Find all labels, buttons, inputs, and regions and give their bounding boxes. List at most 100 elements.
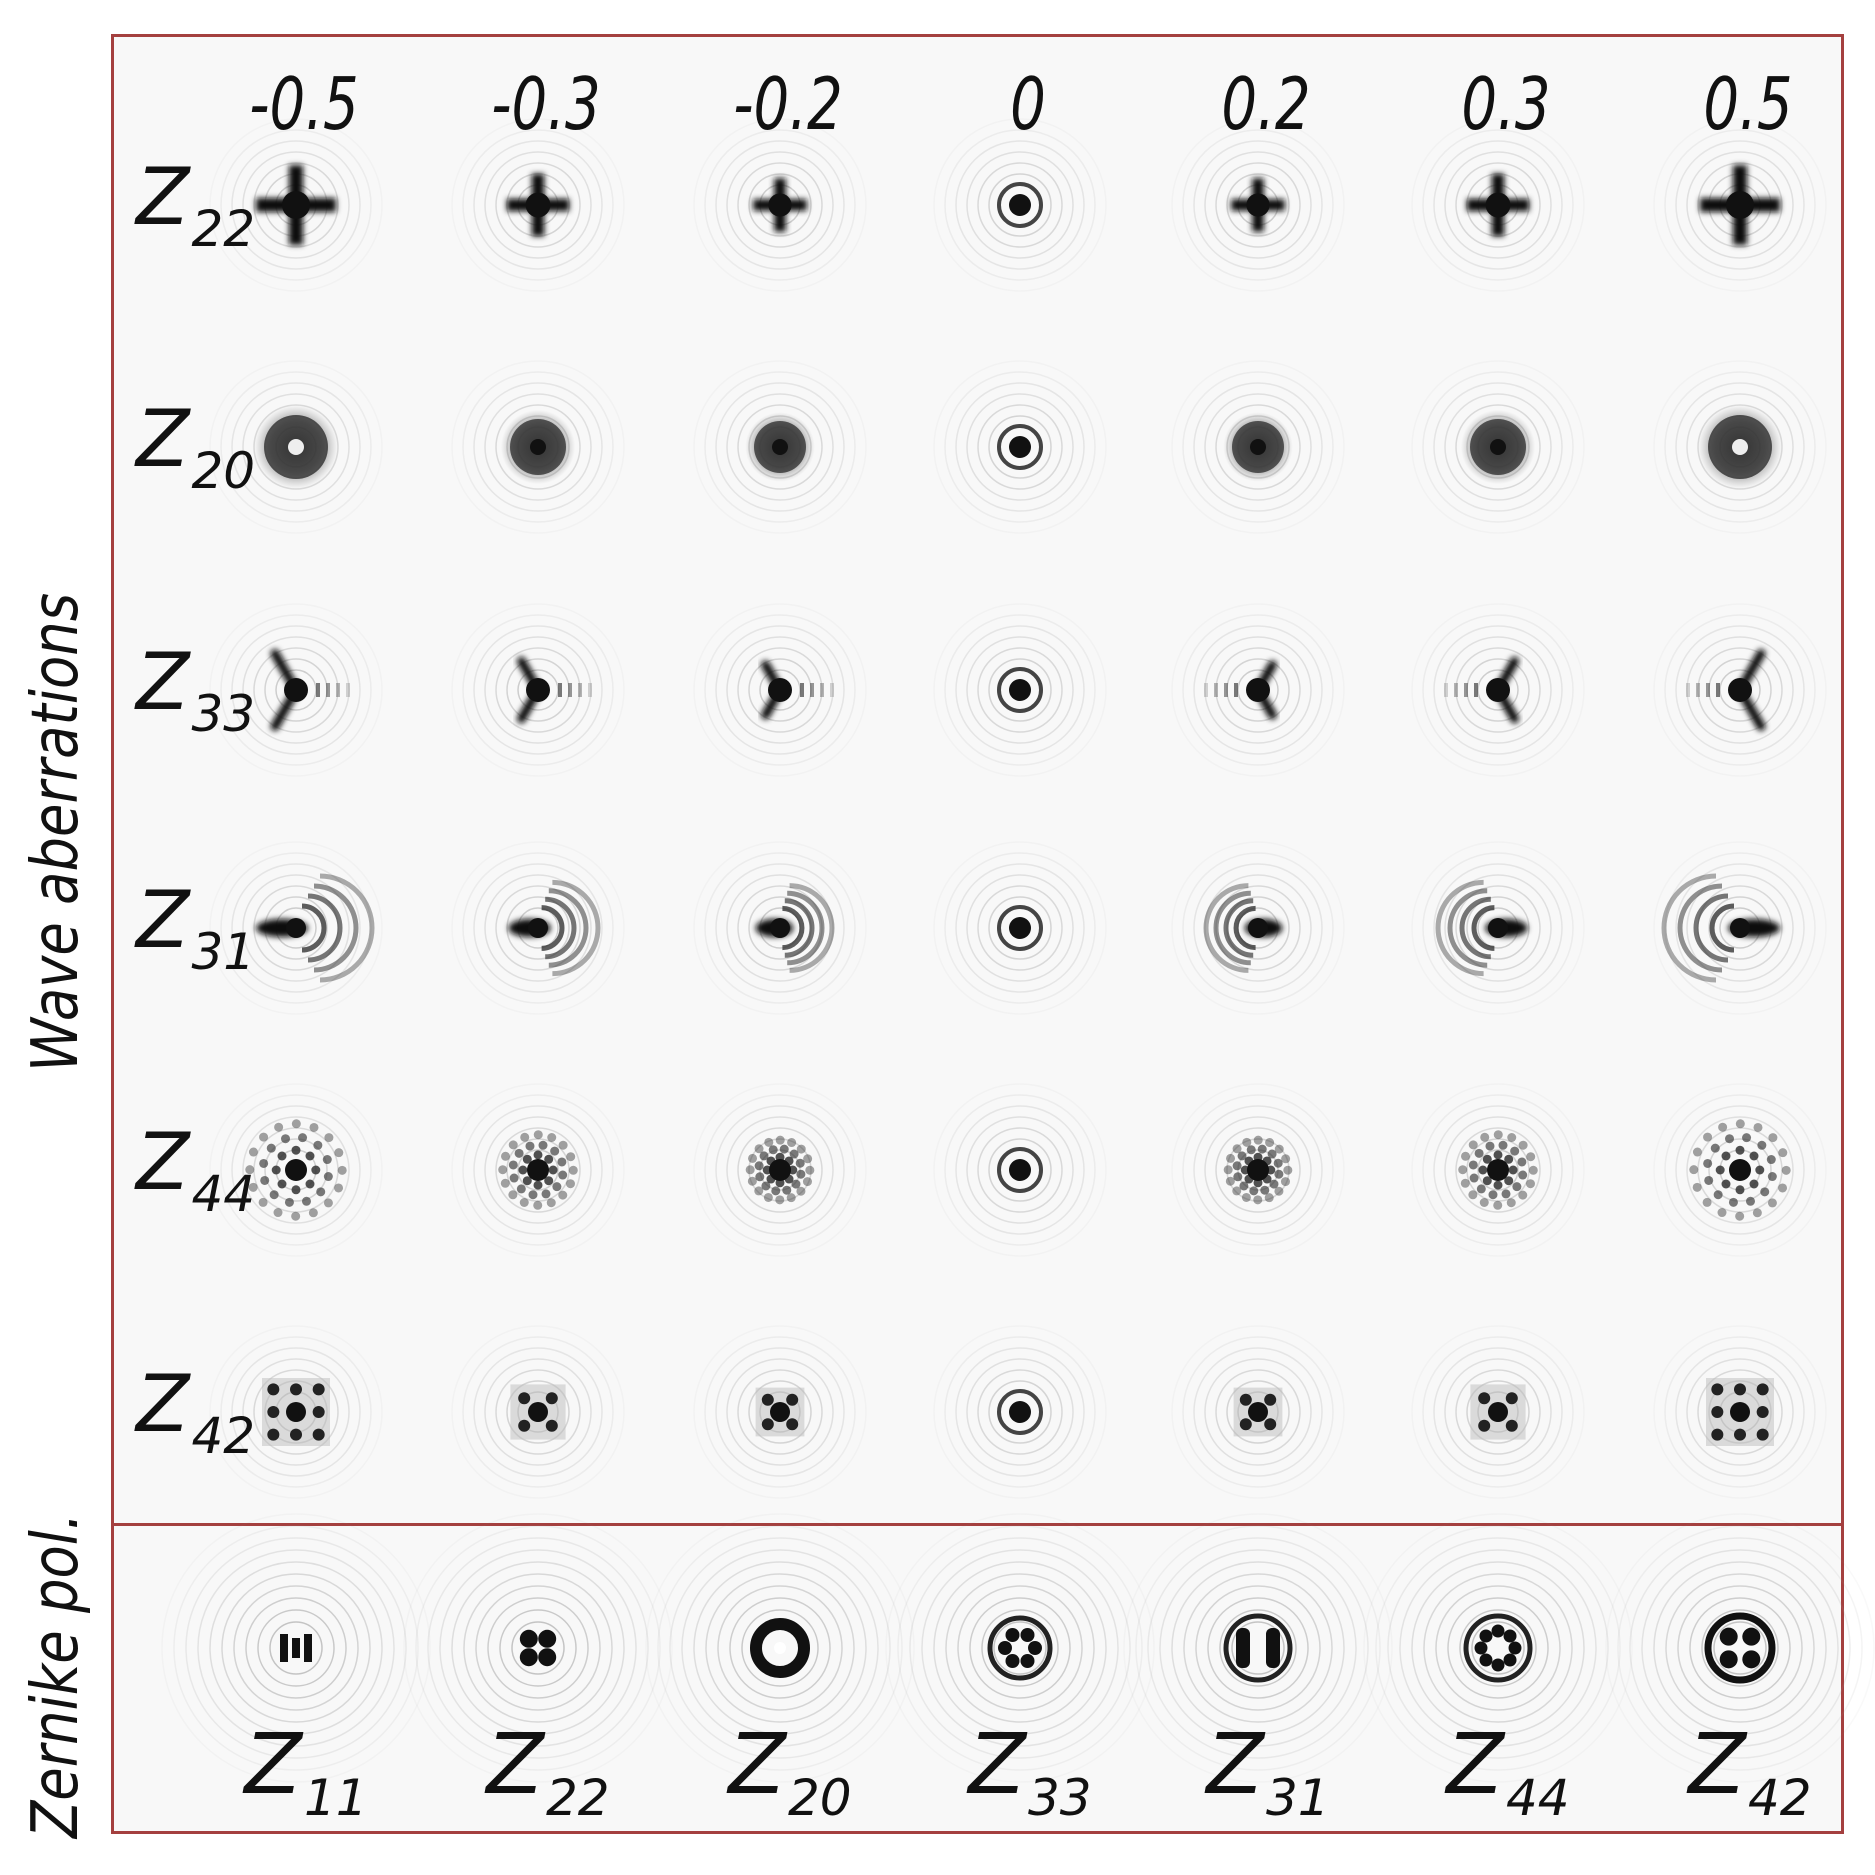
psf-astig-2 xyxy=(693,118,867,292)
zernike-label-main: Z xyxy=(1446,1715,1504,1813)
psf-astig-3 xyxy=(933,118,1107,292)
psf-sec-astig-1 xyxy=(451,1325,625,1499)
psf-coma-3 xyxy=(933,841,1107,1015)
zernike-11-pattern xyxy=(161,1513,431,1783)
psf-astig-1 xyxy=(451,118,625,292)
zernike-label-subscript: 44 xyxy=(1505,1769,1570,1827)
psf-astig-6 xyxy=(1653,118,1827,292)
psf-astig-4 xyxy=(1171,118,1345,292)
psf-defocus-6 xyxy=(1653,360,1827,534)
row-label-subscript: 44 xyxy=(191,1165,256,1223)
zernike-label-main: Z xyxy=(1206,1715,1264,1813)
psf-astig-0 xyxy=(209,118,383,292)
row-label-main: Z xyxy=(136,876,190,966)
zernike-label-z44: Z44 xyxy=(1446,1722,1569,1823)
psf-sec-astig-2 xyxy=(693,1325,867,1499)
row-label-subscript: 22 xyxy=(191,200,256,258)
psf-defocus-5 xyxy=(1411,360,1585,534)
zernike-polynomials-panel xyxy=(111,1523,1844,1834)
zernike-label-z33: Z33 xyxy=(968,1722,1091,1823)
zernike-label-main: Z xyxy=(968,1715,1026,1813)
zernike-label-z11: Z11 xyxy=(244,1722,367,1823)
psf-coma-5 xyxy=(1411,841,1585,1015)
row-label-main: Z xyxy=(136,1118,190,1208)
psf-defocus-4 xyxy=(1171,360,1345,534)
row-label-z42: Z42 xyxy=(136,1366,255,1461)
wave-aberrations-panel xyxy=(111,34,1844,1526)
psf-coma-4 xyxy=(1171,841,1345,1015)
zernike-20-pattern xyxy=(645,1513,915,1783)
row-label-main: Z xyxy=(136,638,190,728)
psf-sec-astig-6 xyxy=(1653,1325,1827,1499)
row-label-subscript: 33 xyxy=(191,685,256,743)
row-label-z44: Z44 xyxy=(136,1124,255,1219)
zernike-44-pattern xyxy=(1363,1513,1633,1783)
zernike-label-z42: Z42 xyxy=(1688,1722,1811,1823)
row-label-subscript: 42 xyxy=(191,1407,256,1465)
row-label-z22: Z22 xyxy=(136,159,255,254)
row-label-z20: Z20 xyxy=(136,401,255,496)
zernike-label-subscript: 22 xyxy=(545,1769,610,1827)
psf-trefoil-2 xyxy=(693,603,867,777)
zernike-polynomials-axis-title: Zernike pol. xyxy=(19,1512,93,1838)
psf-coma-2 xyxy=(693,841,867,1015)
column-value-label: 0.3 xyxy=(1461,62,1551,146)
row-label-main: Z xyxy=(136,1360,190,1450)
psf-trefoil-1 xyxy=(451,603,625,777)
column-value-label: -0.5 xyxy=(249,62,359,146)
zernike-22-pattern xyxy=(403,1513,673,1783)
zernike-31-pattern xyxy=(1123,1513,1393,1783)
row-label-z31: Z31 xyxy=(136,882,255,977)
zernike-42-pattern xyxy=(1605,1513,1875,1783)
zernike-label-main: Z xyxy=(728,1715,786,1813)
psf-trefoil-3 xyxy=(933,603,1107,777)
row-label-main: Z xyxy=(136,153,190,243)
psf-defocus-3 xyxy=(933,360,1107,534)
column-value-label: -0.3 xyxy=(491,62,601,146)
psf-sec-astig-3 xyxy=(933,1325,1107,1499)
psf-astig-5 xyxy=(1411,118,1585,292)
psf-coma-1 xyxy=(451,841,625,1015)
zernike-label-subscript: 33 xyxy=(1027,1769,1092,1827)
column-value-label: 0.2 xyxy=(1221,62,1311,146)
psf-defocus-1 xyxy=(451,360,625,534)
psf-trefoil-0 xyxy=(209,603,383,777)
row-label-main: Z xyxy=(136,395,190,485)
zernike-label-subscript: 11 xyxy=(303,1769,368,1827)
row-label-subscript: 20 xyxy=(191,442,256,500)
row-label-subscript: 31 xyxy=(191,923,256,981)
column-value-label: -0.2 xyxy=(733,62,843,146)
zernike-label-main: Z xyxy=(1688,1715,1746,1813)
psf-sec-astig-4 xyxy=(1171,1325,1345,1499)
psf-trefoil-5 xyxy=(1411,603,1585,777)
zernike-label-subscript: 42 xyxy=(1747,1769,1812,1827)
psf-tetrafoil-5 xyxy=(1411,1083,1585,1257)
zernike-33-pattern xyxy=(885,1513,1155,1783)
zernike-label-z22: Z22 xyxy=(486,1722,609,1823)
psf-coma-0 xyxy=(209,841,383,1015)
psf-tetrafoil-1 xyxy=(451,1083,625,1257)
psf-defocus-0 xyxy=(209,360,383,534)
zernike-label-main: Z xyxy=(244,1715,302,1813)
psf-tetrafoil-3 xyxy=(933,1083,1107,1257)
column-value-label: 0.5 xyxy=(1703,62,1793,146)
psf-coma-6 xyxy=(1653,841,1827,1015)
zernike-label-z31: Z31 xyxy=(1206,1722,1329,1823)
zernike-label-subscript: 31 xyxy=(1265,1769,1330,1827)
zernike-label-z20: Z20 xyxy=(728,1722,851,1823)
psf-defocus-2 xyxy=(693,360,867,534)
psf-trefoil-4 xyxy=(1171,603,1345,777)
psf-tetrafoil-2 xyxy=(693,1083,867,1257)
psf-trefoil-6 xyxy=(1653,603,1827,777)
psf-tetrafoil-6 xyxy=(1653,1083,1827,1257)
psf-sec-astig-5 xyxy=(1411,1325,1585,1499)
row-label-z33: Z33 xyxy=(136,644,255,739)
zernike-label-main: Z xyxy=(486,1715,544,1813)
psf-tetrafoil-0 xyxy=(209,1083,383,1257)
wave-aberrations-axis-title: Wave aberrations xyxy=(19,592,93,1072)
column-value-label: 0 xyxy=(1010,62,1046,146)
psf-tetrafoil-4 xyxy=(1171,1083,1345,1257)
zernike-label-subscript: 20 xyxy=(787,1769,852,1827)
